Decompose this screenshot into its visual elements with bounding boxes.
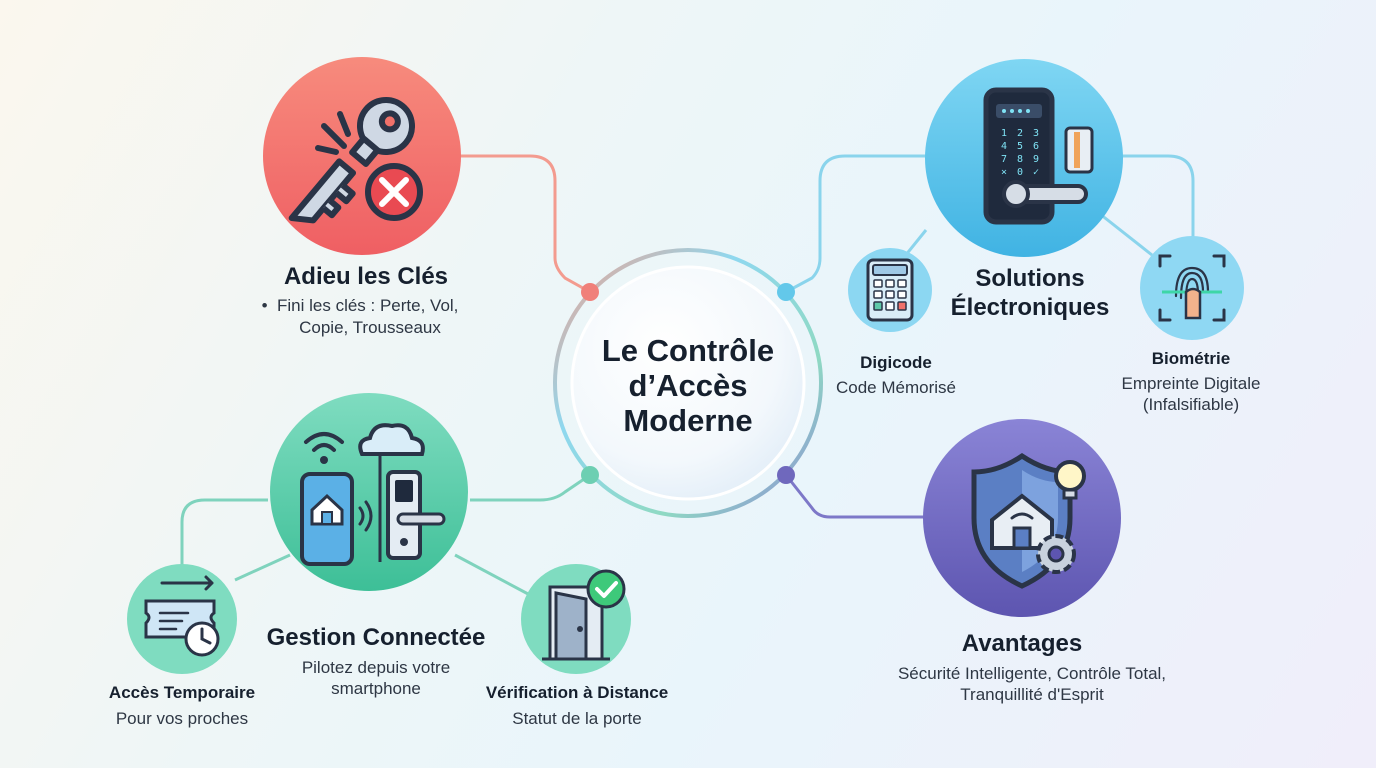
title-digicode: Digicode [860,353,932,372]
center-title-line2: d’Accès [628,368,748,403]
desc-biometrie-1: Empreinte Digitale [1121,374,1261,393]
keypad-key: 9 [1033,154,1039,165]
title-verification: Vérification à Distance [485,683,669,702]
title-avantages: Avantages [961,630,1083,657]
shield-home-gear-icon [923,419,1121,617]
desc-connectee-2: smartphone [331,679,421,698]
desc-avantages-2: Tranquillité d'Esprit [960,685,1104,704]
keypad-key: 6 [1033,141,1039,152]
keypad-key: 5 [1017,141,1023,152]
keypad-key: 7 [1001,154,1007,165]
keypad-key: 2 [1017,128,1023,139]
bullet: • [261,296,268,315]
link-electroniques [785,154,928,294]
center-title: Le Contrôle d’Accès Moderne [578,333,798,438]
keypad-key: ✓ [1033,167,1039,178]
center-title-line1: Le Contrôle [601,333,775,368]
link-temporaire [180,498,268,570]
dot-cyan [777,283,795,301]
door-check-icon [521,564,631,674]
smartphone-lock-icon [270,393,468,591]
desc-digicode: Code Mémorisé [836,378,956,397]
desc-biometrie-2: (Infalsifiable) [1142,395,1240,414]
link-avantages [784,474,925,519]
broken-key-icon [263,57,461,255]
calculator-keypad-icon [848,248,932,332]
desc-cles-line2: Copie, Trousseaux [299,318,441,337]
link-digicode [903,229,928,257]
link-temporaire-diag [234,553,291,582]
desc-connectee-1: Pilotez depuis votre [301,658,451,677]
title-electroniques-2: Électroniques [950,294,1110,321]
ticket-clock-icon [127,564,237,674]
keypad-key: 4 [1001,141,1007,152]
desc-temporaire: Pour vos proches [115,709,249,728]
keypad-key: 3 [1033,128,1039,139]
keypad-key: 8 [1017,154,1023,165]
center-title-line3: Moderne [623,403,753,438]
link-biometrie-diag [1099,212,1153,257]
keypad-key: × [1001,167,1007,178]
title-biometrie: Biométrie [1151,349,1231,368]
link-biometrie [1118,154,1195,240]
title-connectee: Gestion Connectée [266,624,486,651]
desc-verification: Statut de la porte [512,709,642,728]
fingerprint-icon [1140,236,1244,340]
desc-avantages-1: Sécurité Intelligente, Contrôle Total, [897,664,1167,683]
dot-red [581,283,599,301]
dot-teal [581,466,599,484]
desc-cles-line1: • Fini les clés : Perte, Vol, [230,296,490,316]
keypad-key: 1 [1001,128,1007,139]
desc-cles-text1: Fini les clés : Perte, Vol, [277,296,459,315]
keypad-key: 0 [1017,167,1023,178]
link-cles [458,154,591,294]
hub-ring [553,248,823,518]
title-temporaire: Accès Temporaire [108,683,256,702]
title-electroniques-1: Solutions [975,265,1085,292]
link-connectee [470,473,591,502]
hub-disc [570,265,806,501]
title-cles: Adieu les Clés [283,263,449,290]
dot-purple [777,466,795,484]
link-verification [454,553,531,597]
